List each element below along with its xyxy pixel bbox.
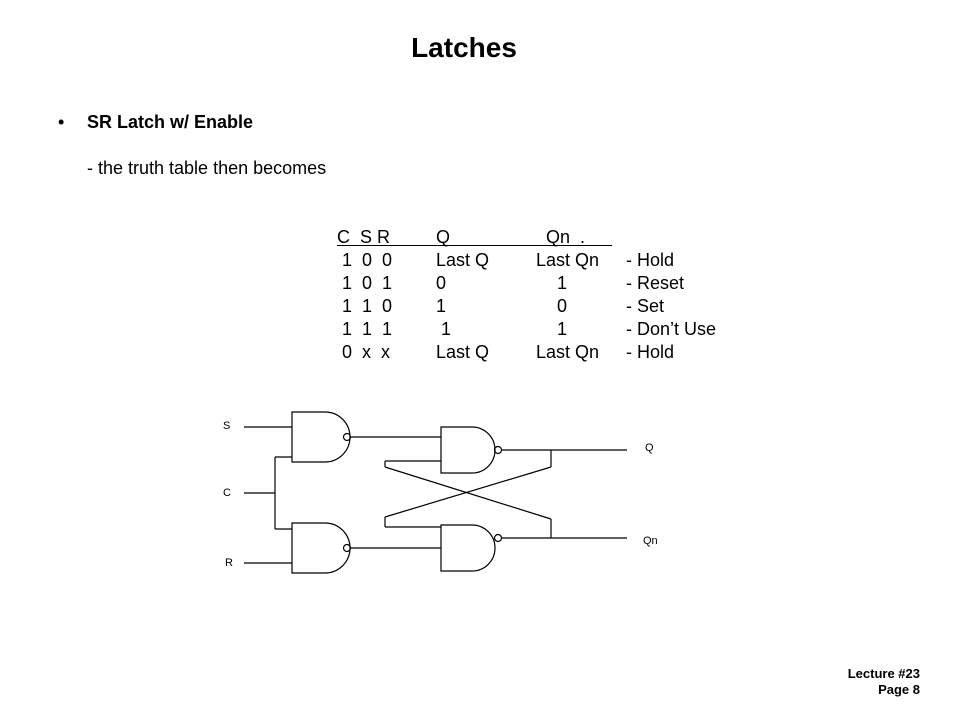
bullet-marker: • <box>58 112 65 132</box>
tt-row-csr: 0 x x <box>337 342 391 362</box>
wire-q-feedback-cross <box>384 466 552 518</box>
nand-bubble <box>493 533 503 543</box>
tt-row-csr: 1 1 0 <box>337 296 393 316</box>
tt-row-csr: 1 0 1 <box>337 273 393 293</box>
nand-gate-latch-top <box>440 426 496 474</box>
nand-bubble <box>342 432 352 442</box>
output-label-qn: Qn <box>643 535 658 547</box>
tt-row-qn: 1 <box>557 273 568 293</box>
bullet-subtext: - the truth table then becomes <box>87 158 327 178</box>
footer-lecture-number: Lecture #23 <box>847 666 920 681</box>
input-label-r: R <box>225 557 233 569</box>
nand-gate-latch-bottom <box>440 524 496 572</box>
tt-row-note: - Don’t Use <box>626 319 717 339</box>
tt-row-csr: 1 0 0 <box>337 250 393 270</box>
tt-row-qn: Last Qn <box>536 342 600 362</box>
tt-header-rule <box>337 245 612 246</box>
slide-title: Latches <box>411 32 517 63</box>
output-label-q: Q <box>645 442 654 454</box>
tt-header-q: Q <box>436 227 451 247</box>
tt-row-qn: Last Qn <box>536 250 600 270</box>
input-label-c: C <box>223 487 231 499</box>
tt-row-q: Last Q <box>436 342 490 362</box>
tt-header-csr: C S R <box>337 227 391 247</box>
tt-row-note: - Reset <box>626 273 685 293</box>
tt-row-qn: 0 <box>557 296 568 316</box>
tt-row-note: - Hold <box>626 342 675 362</box>
input-label-s: S <box>223 420 231 432</box>
tt-row-q: 1 <box>436 319 452 339</box>
tt-row-note: - Set <box>626 296 665 316</box>
nand-gate-input-top <box>291 411 351 463</box>
tt-row-q: Last Q <box>436 250 490 270</box>
nand-gate-input-bottom <box>291 522 351 574</box>
footer-page-number: Page 8 <box>878 682 920 697</box>
wire-qn-feedback-cross <box>384 466 552 520</box>
tt-row-q: 1 <box>436 296 447 316</box>
tt-row-csr: 1 1 1 <box>337 319 393 339</box>
bullet-heading: SR Latch w/ Enable <box>87 112 254 132</box>
nand-bubble <box>493 445 503 455</box>
tt-row-note: - Hold <box>626 250 675 270</box>
tt-row-qn: 1 <box>557 319 568 339</box>
tt-row-q: 0 <box>436 273 447 293</box>
tt-header-qn: Qn . <box>546 227 586 247</box>
nand-bubble <box>342 543 352 553</box>
